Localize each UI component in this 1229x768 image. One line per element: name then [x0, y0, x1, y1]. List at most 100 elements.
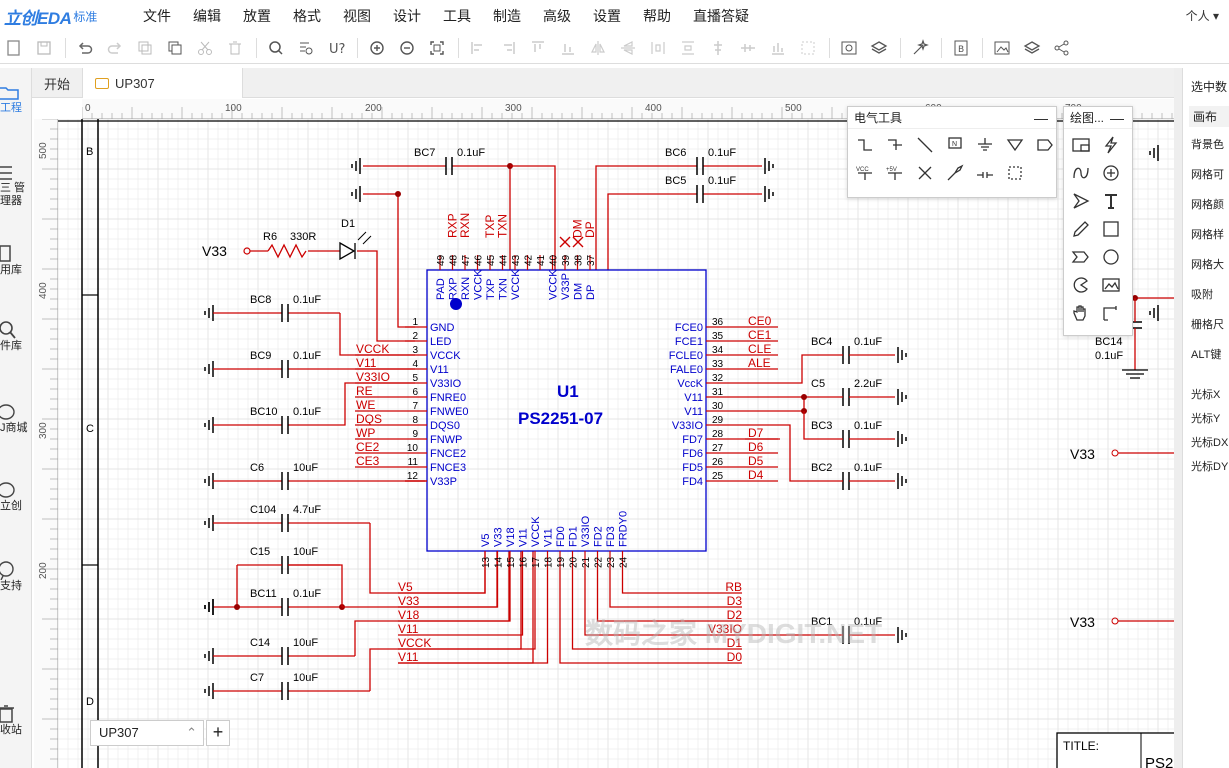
pencil-icon[interactable] — [1068, 217, 1094, 241]
save-icon[interactable] — [30, 35, 58, 61]
sidebar-item-recycle[interactable]: 收站 — [0, 704, 32, 737]
flip-h-icon[interactable] — [584, 35, 612, 61]
menu-item-5[interactable]: 设计 — [393, 8, 421, 24]
menu-item-1[interactable]: 编辑 — [193, 8, 221, 24]
wire[interactable] — [584, 570, 742, 636]
redo-icon[interactable] — [101, 35, 129, 61]
sheet-icon[interactable] — [1068, 133, 1094, 157]
flip-v-icon[interactable] — [614, 35, 642, 61]
wire[interactable] — [398, 570, 524, 636]
align-grid-icon[interactable] — [764, 35, 792, 61]
align-bottom-icon[interactable] — [554, 35, 582, 61]
wire[interactable] — [621, 570, 743, 594]
wire[interactable] — [745, 354, 843, 384]
power-label-v33[interactable]: V33 — [1070, 446, 1119, 462]
net-set-icon[interactable] — [1002, 161, 1028, 185]
rectangle-icon[interactable] — [1098, 217, 1124, 241]
distribute-h-icon[interactable] — [644, 35, 672, 61]
align-top-icon[interactable] — [524, 35, 552, 61]
power-label-v33[interactable]: V33 — [202, 243, 251, 259]
right-panel-collapse-bar[interactable] — [1174, 68, 1182, 768]
align-middle-icon[interactable] — [734, 35, 762, 61]
cut-icon[interactable] — [191, 35, 219, 61]
sheet-selector[interactable]: UP307⌃ — [90, 720, 204, 746]
menu-item-0[interactable]: 文件 — [143, 8, 171, 24]
sidebar-item-components[interactable]: 件库 — [0, 320, 32, 353]
sidebar-item-project[interactable]: 工程 — [0, 82, 32, 115]
convert-pcb-icon[interactable] — [1018, 35, 1046, 61]
tab-canvas[interactable]: 画布 — [1189, 106, 1229, 127]
sidebar-item-shop[interactable]: J商城 — [0, 402, 32, 435]
align-left-icon[interactable] — [464, 35, 492, 61]
bezier-icon[interactable] — [1068, 161, 1094, 185]
wire[interactable] — [571, 570, 743, 650]
zoom-out-icon[interactable] — [393, 35, 421, 61]
circle-icon[interactable] — [1098, 245, 1124, 269]
sidebar-item-support[interactable]: 支持 — [0, 560, 32, 593]
wire[interactable] — [357, 250, 415, 342]
resistor-r6[interactable] — [267, 243, 307, 259]
find-icon[interactable] — [262, 35, 290, 61]
lightning-icon[interactable] — [1098, 133, 1124, 157]
tab-start[interactable]: 开始 — [32, 68, 84, 98]
minimize-button[interactable]: — — [1110, 110, 1124, 126]
menu-item-9[interactable]: 设置 — [593, 8, 621, 24]
cross-probe-icon[interactable]: U? — [322, 35, 350, 61]
polygon-icon[interactable] — [1068, 245, 1094, 269]
menu-item-3[interactable]: 格式 — [293, 8, 321, 24]
led-d1[interactable]: D1 — [339, 218, 372, 261]
delete-icon[interactable] — [221, 35, 249, 61]
tab-up307[interactable]: UP307 — [83, 68, 244, 98]
text-icon[interactable] — [1098, 189, 1124, 213]
menu-item-8[interactable]: 高级 — [543, 8, 571, 24]
wire[interactable] — [363, 193, 415, 328]
ground-icon[interactable] — [972, 133, 998, 157]
probe-icon[interactable] — [942, 161, 968, 185]
power-label-v33[interactable]: V33 — [1070, 614, 1119, 630]
share-icon[interactable] — [1048, 35, 1076, 61]
undo-icon[interactable] — [71, 35, 99, 61]
net-port-icon[interactable] — [1002, 133, 1028, 157]
arc-icon[interactable] — [1098, 161, 1124, 185]
wire[interactable] — [398, 570, 486, 594]
plus5v-icon[interactable]: +5V — [882, 161, 908, 185]
